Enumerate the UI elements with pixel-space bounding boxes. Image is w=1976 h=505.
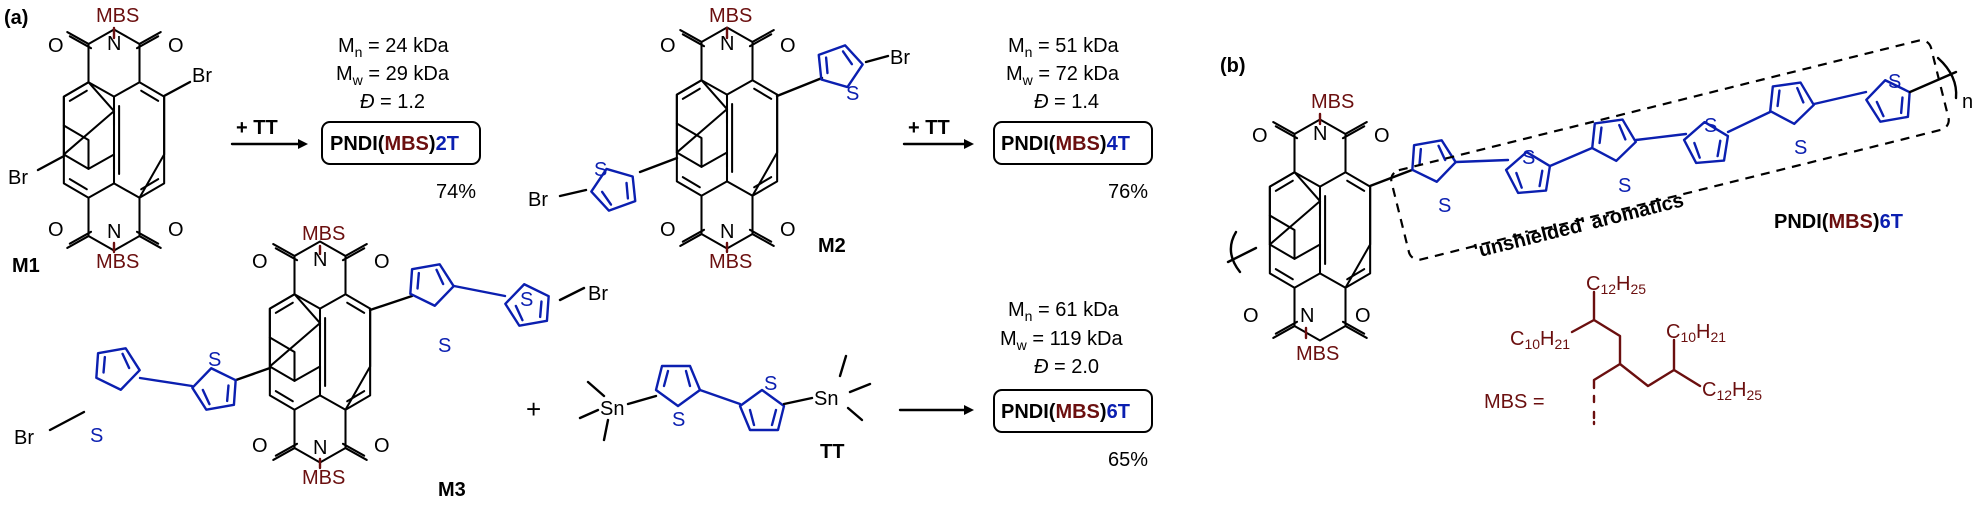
m1-mbs-bottom: MBS [96, 251, 139, 273]
svg-text:MBS: MBS [1296, 343, 1339, 365]
conditions-3: Mn = 61 kDa Mw = 119 kDa Đ = 2.0 [1000, 299, 1123, 378]
panel-b-label: (b) [1220, 55, 1246, 77]
m3-br-right: Br [588, 283, 608, 305]
svg-text:O: O [1355, 305, 1371, 327]
reagent-1: + TT [236, 117, 278, 139]
m3-s: S [520, 289, 533, 311]
svg-text:S: S [1794, 137, 1807, 159]
svg-text:Mw = 119 kDa: Mw = 119 kDa [1000, 328, 1123, 353]
m3-br-left: Br [14, 427, 34, 449]
m3-o: O [252, 435, 268, 457]
svg-text:O: O [1252, 125, 1268, 147]
svg-text:S: S [1522, 147, 1535, 169]
svg-text:O: O [1374, 125, 1390, 147]
m1-br-right: Br [192, 65, 212, 87]
svg-text:S: S [1618, 175, 1631, 197]
svg-text:C10H21: C10H21 [1666, 321, 1726, 345]
m2-br-right: Br [890, 47, 910, 69]
m2-label: M2 [818, 235, 846, 257]
svg-text:C12H25: C12H25 [1702, 379, 1762, 403]
m2-s: S [594, 159, 607, 181]
m3-s: S [208, 349, 221, 371]
m3-n-top: N [313, 249, 327, 271]
svg-text:Mn = 51 kDa: Mn = 51 kDa [1008, 35, 1120, 60]
m2-mbs-top: MBS [709, 5, 752, 27]
product-6t: PNDI(MBS)6T [1001, 401, 1130, 423]
svg-text:Mw = 72 kDa: Mw = 72 kDa [1006, 63, 1120, 88]
tt-label: TT [820, 441, 844, 463]
monomer-m3 [268, 240, 372, 464]
polymer-pndi-6t: MBS N O O O O N MBS S S S S S S n [1226, 39, 1973, 365]
product-2t: PNDI(MBS)2T [330, 133, 459, 155]
svg-text:Đ = 1.2: Đ = 1.2 [360, 91, 425, 113]
m1-o: O [48, 219, 64, 241]
svg-text:Sn: Sn [814, 388, 838, 410]
monomer-m2 [675, 26, 779, 250]
yield-1: 74% [436, 181, 476, 203]
m2-o: O [660, 219, 676, 241]
panel-a-label: (a) [4, 7, 28, 29]
m3-s: S [90, 425, 103, 447]
m1-label: M1 [12, 255, 40, 277]
m2-mbs-bottom: MBS [709, 251, 752, 273]
m2-o: O [780, 35, 796, 57]
m1-o: O [168, 219, 184, 241]
svg-text:Đ = 1.4: Đ = 1.4 [1034, 91, 1099, 113]
svg-text:Mn = 61 kDa: Mn = 61 kDa [1008, 299, 1120, 324]
conditions-1: Mn = 24 kDa Mw = 29 kDa Đ = 1.2 [336, 35, 450, 113]
svg-text:S: S [1438, 195, 1451, 217]
svg-text:Mn = 24 kDa: Mn = 24 kDa [338, 35, 450, 60]
m3-s: S [438, 335, 451, 357]
m1-n-top: N [107, 33, 121, 55]
m3-o: O [374, 435, 390, 457]
m2-s: S [846, 83, 859, 105]
reagent-2: + TT [908, 117, 950, 139]
svg-text:N: N [1300, 305, 1314, 327]
svg-text:S: S [1888, 71, 1901, 93]
m3-o: O [374, 251, 390, 273]
m3-n-bottom: N [313, 437, 327, 459]
m2-o: O [780, 219, 796, 241]
polymer-name: PNDI(MBS)6T [1774, 211, 1903, 233]
unshielded-annotation: 'unshielded' aromatics [1472, 189, 1686, 262]
m2-br-left: Br [528, 189, 548, 211]
svg-text:N: N [1313, 123, 1327, 145]
svg-text:Đ = 2.0: Đ = 2.0 [1034, 356, 1099, 378]
svg-text:S: S [672, 409, 685, 431]
m1-mbs-top: MBS [96, 5, 139, 27]
svg-text:Mw = 29 kDa: Mw = 29 kDa [336, 63, 450, 88]
svg-text:MBS: MBS [1311, 91, 1354, 113]
svg-text:C12H25: C12H25 [1586, 273, 1646, 297]
m2-n-bottom: N [720, 221, 734, 243]
m1-n-bottom: N [107, 221, 121, 243]
repeat-unit-n: n [1962, 91, 1973, 113]
product-4t: PNDI(MBS)4T [1001, 133, 1130, 155]
comonomer-tt: Sn S S Sn TT [578, 354, 872, 463]
m2-n-top: N [720, 33, 734, 55]
m1-o: O [168, 35, 184, 57]
mbs-definition: MBS = C12H25 C10H21 C10H21 C12H25 [1484, 273, 1762, 426]
svg-text:S: S [764, 373, 777, 395]
monomer-m1 [62, 28, 166, 252]
svg-text:O: O [1243, 305, 1259, 327]
conditions-2: Mn = 51 kDa Mw = 72 kDa Đ = 1.4 [1006, 35, 1120, 113]
svg-text:Sn: Sn [600, 398, 624, 420]
svg-text:MBS =: MBS = [1484, 391, 1545, 413]
m3-o: O [252, 251, 268, 273]
yield-3: 65% [1108, 449, 1148, 471]
svg-text:S: S [1704, 115, 1717, 137]
svg-text:C10H21: C10H21 [1510, 328, 1570, 352]
m1-o: O [48, 35, 64, 57]
plus-sign: + [526, 394, 541, 424]
m1-br-left: Br [8, 167, 28, 189]
yield-2: 76% [1108, 181, 1148, 203]
m3-label: M3 [438, 479, 466, 501]
m3-mbs-top: MBS [302, 223, 345, 245]
m2-o: O [660, 35, 676, 57]
m3-mbs-bottom: MBS [302, 467, 345, 489]
